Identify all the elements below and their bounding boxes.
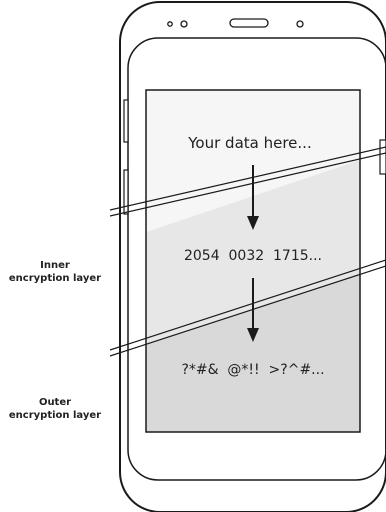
phone-bezel xyxy=(127,37,386,481)
volume-button xyxy=(123,99,129,143)
plain-data-text: Your data here... xyxy=(188,134,312,152)
speaker-slot xyxy=(229,18,269,28)
outer-label-line2: encryption layer xyxy=(8,410,102,421)
inner-label-line1: Inner xyxy=(40,260,70,271)
inner-encryption-band xyxy=(146,160,360,345)
sensor-dot-2 xyxy=(180,20,188,28)
inner-label-line2: encryption layer xyxy=(8,273,102,284)
arrow-down-icon xyxy=(247,278,259,342)
plain-band xyxy=(146,90,360,232)
outer-encryption-band xyxy=(146,273,360,432)
arrow-down-icon xyxy=(247,165,259,230)
inner-cipher-text: 2054 0032 1715... xyxy=(183,248,323,264)
front-camera xyxy=(296,20,304,28)
power-button xyxy=(123,169,129,215)
phone-screen xyxy=(145,89,361,433)
outer-layer-boundary xyxy=(109,259,386,357)
inner-layer-boundary xyxy=(109,146,386,217)
side-button-right xyxy=(379,139,386,175)
sensor-dot-1 xyxy=(167,21,173,27)
outer-layer-label: Outer encryption layer xyxy=(0,396,110,422)
inner-layer-label: Inner encryption layer xyxy=(0,259,110,285)
outer-cipher-text: ?*#& @*!! >?^#... xyxy=(181,362,325,378)
outer-label-line1: Outer xyxy=(38,397,72,408)
